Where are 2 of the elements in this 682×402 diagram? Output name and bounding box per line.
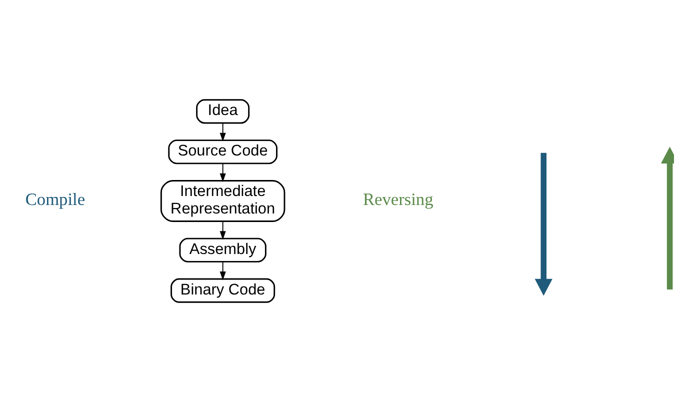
label: Compile [25, 190, 86, 210]
label: Reversing [363, 190, 434, 210]
